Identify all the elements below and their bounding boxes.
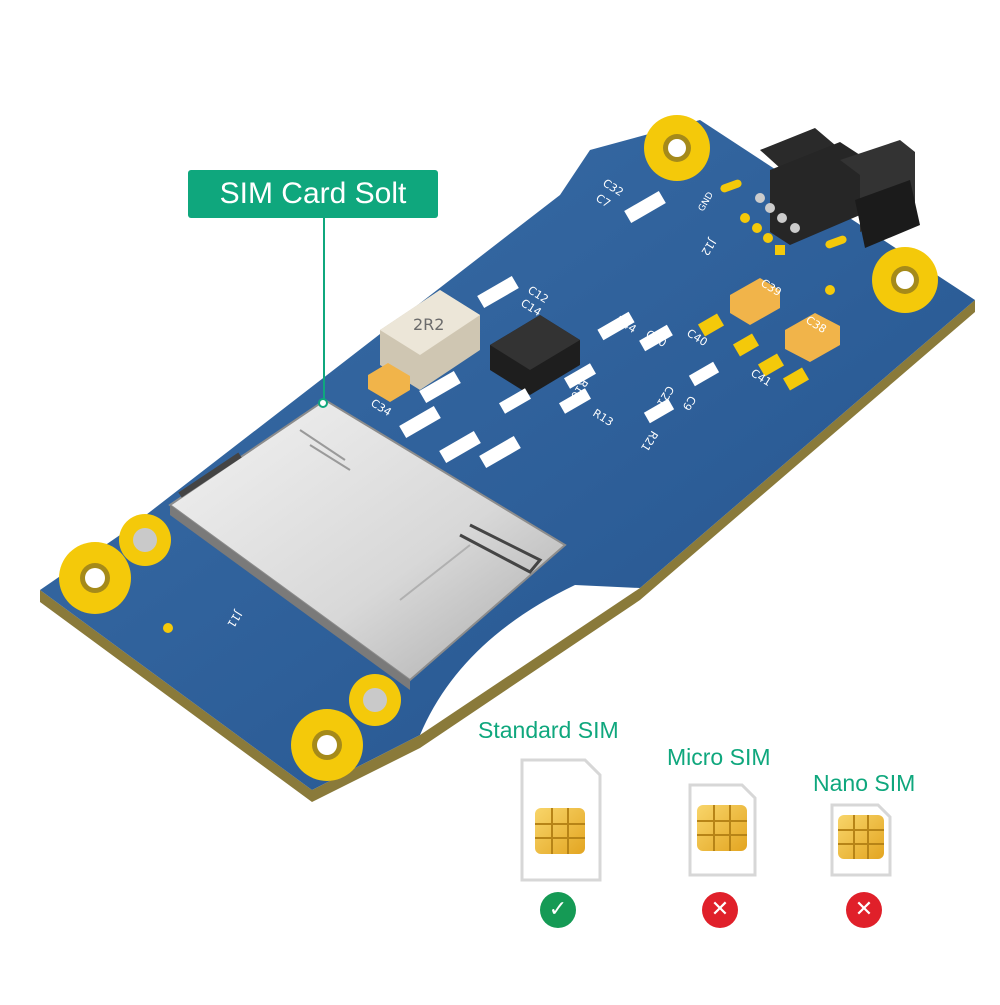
mounting-holes xyxy=(59,115,938,781)
check-icon: ✓ xyxy=(540,892,576,928)
sim-card-slot xyxy=(168,398,567,690)
cross-icon: ✕ xyxy=(846,892,882,928)
inductor-2r2: 2R2 xyxy=(380,290,480,390)
callout-anchor-dot xyxy=(318,398,328,408)
standard-sim-card xyxy=(520,758,602,882)
nano-sim-label: Nano SIM xyxy=(813,770,916,796)
sim-slot-callout-label: SIM Card Solt xyxy=(188,170,438,218)
nano-sim-card xyxy=(830,803,892,877)
header-pins xyxy=(740,193,800,255)
usb-header-connector xyxy=(760,128,920,248)
fiducial-dot xyxy=(163,623,173,633)
micro-sim-card xyxy=(688,783,757,877)
svg-text:2R2: 2R2 xyxy=(413,315,444,334)
ic-chip xyxy=(490,315,580,395)
gold-pads xyxy=(697,179,847,391)
smd-components xyxy=(399,190,720,469)
tantalum-capacitors xyxy=(368,278,840,402)
micro-sim-label: Micro SIM xyxy=(667,744,771,770)
standard-sim-label: Standard SIM xyxy=(478,717,619,743)
callout-leader-line xyxy=(323,218,325,404)
fiducial-dot xyxy=(825,285,835,295)
cross-icon: ✕ xyxy=(702,892,738,928)
